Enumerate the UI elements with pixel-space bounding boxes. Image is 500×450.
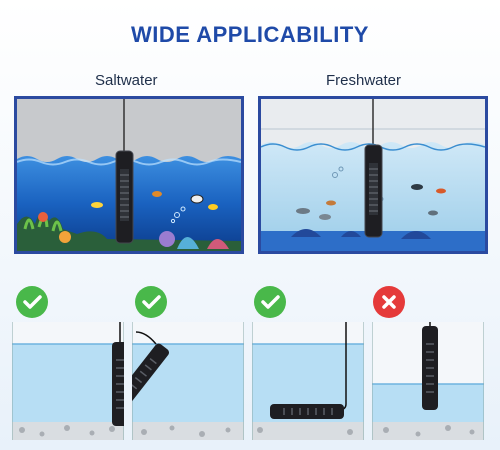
saltwater-tank xyxy=(14,96,244,254)
check-icon xyxy=(16,286,48,318)
freshwater-tank xyxy=(258,96,488,254)
placement-vertical-submerged xyxy=(12,322,124,440)
freshwater-label: Freshwater xyxy=(326,72,402,89)
heater xyxy=(115,150,134,244)
freshwater-scene xyxy=(261,99,485,251)
check-icon xyxy=(135,286,167,318)
x-icon xyxy=(373,286,405,318)
saltwater-scene xyxy=(17,99,241,251)
page-title: WIDE APPLICABILITY xyxy=(131,22,369,47)
placement-angled-submerged xyxy=(132,322,244,440)
placement-horizontal-bottom xyxy=(252,322,364,440)
saltwater-label: Saltwater xyxy=(95,72,158,89)
heater xyxy=(364,144,383,238)
check-icon xyxy=(254,286,286,318)
placement-out-of-water xyxy=(372,322,484,440)
